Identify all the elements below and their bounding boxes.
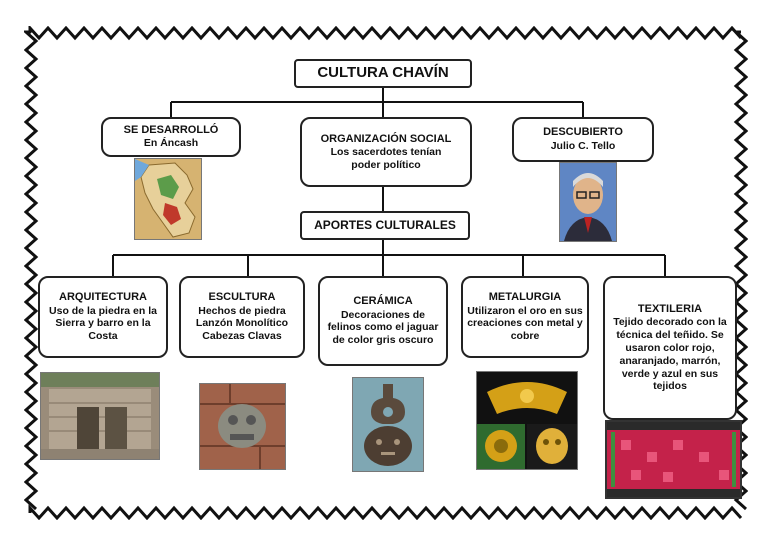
box-se-desarrollo: SE DESARROLLÓ En Áncash (101, 117, 241, 157)
box-title: TEXTILERIA (637, 302, 703, 315)
box-body: Julio C. Tello (550, 139, 616, 152)
gold-ornaments-image (476, 371, 578, 470)
box-metalurgia: METALURGIA Utilizaron el oro en sus crea… (461, 276, 589, 358)
box-body: Uso de la piedra en la Sierra y barro en… (49, 304, 157, 343)
box-title: METALURGIA (488, 291, 562, 304)
red-textile-image (605, 420, 742, 499)
box-body: Hechos de piedra Lanzón Monolítico Cabez… (195, 304, 289, 343)
box-ceramica: CERÁMICA Decoraciones de felinos como el… (318, 276, 448, 366)
title-box: CULTURA CHAVÍN (294, 59, 472, 88)
box-escultura: ESCULTURA Hechos de piedra Lanzón Monolí… (179, 276, 305, 358)
box-organizacion-social: ORGANIZACIÓN SOCIAL Los sacerdotes tenía… (300, 117, 472, 187)
stone-temple-gate-image (40, 372, 160, 460)
julio-tello-portrait (559, 162, 617, 242)
box-title: ARQUITECTURA (59, 291, 147, 304)
box-title: DESCUBIERTO (543, 126, 623, 139)
aportes-culturales-box: APORTES CULTURALES (300, 211, 470, 240)
peru-map-image (134, 158, 202, 240)
box-textileria: TEXTILERIA Tejido decorado con la técnic… (603, 276, 737, 420)
box-descubierto: DESCUBIERTO Julio C. Tello (512, 117, 654, 162)
aportes-label: APORTES CULTURALES (314, 218, 456, 233)
box-title: SE DESARROLLÓ (123, 123, 219, 136)
box-title: ESCULTURA (208, 291, 276, 304)
box-body: Utilizaron el oro en sus creaciones con … (467, 304, 583, 343)
box-body: En Áncash (143, 137, 199, 150)
box-body: Decoraciones de felinos como el jaguar d… (327, 308, 439, 347)
stirrup-vessel-image (352, 377, 424, 472)
box-body: Los sacerdotes tenían poder político (330, 145, 442, 171)
box-arquitectura: ARQUITECTURA Uso de la piedra en la Sier… (38, 276, 168, 358)
box-title: CERÁMICA (353, 295, 413, 308)
box-body: Tejido decorado con la técnica del teñid… (613, 316, 727, 393)
cabeza-clava-image (199, 383, 286, 470)
box-title: ORGANIZACIÓN SOCIAL (320, 132, 452, 145)
diagram-title: CULTURA CHAVÍN (317, 64, 449, 82)
